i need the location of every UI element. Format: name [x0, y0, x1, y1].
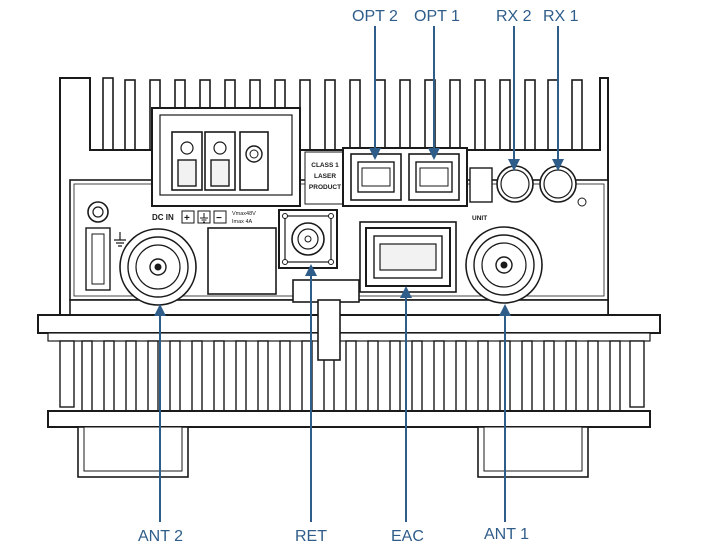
- callout-eac: EAC: [391, 528, 424, 545]
- unit-marking-text: UNIT: [472, 215, 487, 222]
- callout-rx2: RX 2: [496, 8, 532, 25]
- rx-ports: [469, 165, 587, 207]
- dc-in-marking: DC IN + − Vmax48V Imax 4A: [152, 210, 256, 225]
- mounting-flange: [37, 314, 661, 342]
- laser-line3-text: PRODUCT: [309, 184, 341, 191]
- eac-connector: [359, 221, 457, 293]
- ant2-connector: [119, 228, 197, 306]
- dc-in-text: DC IN: [152, 213, 174, 222]
- ret-bracket: [292, 279, 360, 303]
- laser-label: CLASS 1 LASER PRODUCT: [304, 151, 346, 205]
- callout-opt2: OPT 2: [352, 8, 398, 25]
- ground-symbol-icon: [200, 213, 208, 223]
- optical-ports: [342, 147, 468, 207]
- ant1-connector: [465, 226, 543, 304]
- label-plate: [207, 227, 277, 295]
- ret-connector: [278, 209, 338, 269]
- bottom-cooling-fins: [59, 340, 645, 412]
- ground-terminal: [85, 201, 126, 291]
- callout-opt1: OPT 1: [414, 8, 460, 25]
- callout-ret: RET: [295, 528, 327, 545]
- dc-plus-text: +: [184, 213, 190, 224]
- rating-line1-text: Vmax48V: [232, 211, 256, 217]
- rating-line2-text: Imax 4A: [232, 219, 253, 225]
- dc-minus-text: −: [216, 213, 222, 224]
- callout-rx1: RX 1: [543, 8, 579, 25]
- callout-ant2: ANT 2: [138, 528, 184, 545]
- laser-line2-text: LASER: [314, 173, 336, 180]
- lower-plate: [47, 410, 651, 478]
- laser-line1-text: CLASS 1: [311, 162, 339, 169]
- callout-ant1: ANT 1: [484, 526, 530, 543]
- drain-stub: [317, 299, 341, 361]
- callout-leaders: [154, 26, 564, 522]
- ground-icon: [114, 232, 126, 247]
- dc-power-block: [151, 107, 301, 207]
